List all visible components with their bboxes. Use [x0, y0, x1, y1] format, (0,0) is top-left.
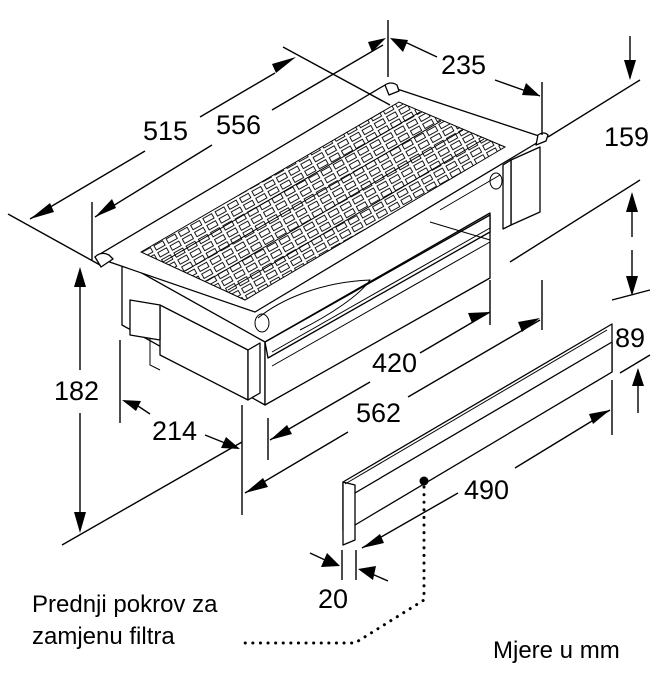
callout-line-2: zamjenu filtra [32, 623, 175, 650]
dimension-562: 562 [356, 398, 402, 428]
dimension-556: 556 [216, 110, 262, 140]
callout-line-1: Prednji pokrov za [32, 591, 218, 618]
dimension-20: 20 [318, 584, 349, 614]
dimension-159: 159 [604, 122, 650, 152]
dimension-lines [7, 20, 651, 645]
main-unit [94, 82, 549, 406]
units-note: Mjere u mm [493, 637, 620, 664]
dimension-214: 214 [152, 416, 198, 446]
front-filter-cover [342, 323, 613, 546]
dimension-182: 182 [54, 376, 100, 406]
dimension-490: 490 [464, 475, 510, 505]
dimension-515: 515 [143, 116, 189, 146]
dimension-235: 235 [441, 50, 487, 80]
dimension-89: 89 [615, 323, 646, 353]
dimension-420: 420 [372, 348, 418, 378]
